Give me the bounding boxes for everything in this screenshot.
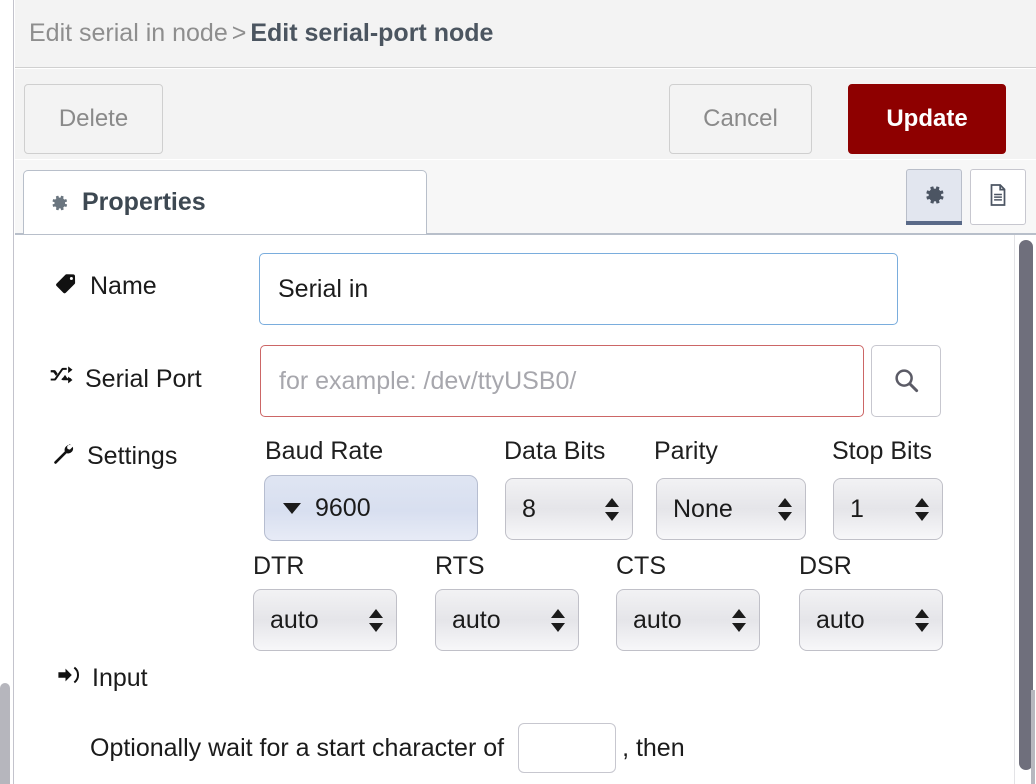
dialog-left-border bbox=[0, 0, 14, 784]
form-row-input: Input Optionally wait for a start charac… bbox=[15, 663, 1021, 773]
dtr-select[interactable]: auto bbox=[253, 589, 397, 651]
name-label-text: Name bbox=[90, 272, 157, 300]
form-row-serial-port: Serial Port bbox=[15, 345, 1021, 425]
name-input[interactable] bbox=[259, 253, 898, 325]
tab-properties-label: Properties bbox=[82, 188, 206, 216]
baud-rate-label: Baud Rate bbox=[265, 437, 384, 465]
data-bits-label: Data Bits bbox=[504, 437, 606, 465]
tab-strip: Properties bbox=[15, 160, 1036, 235]
cts-value: auto bbox=[633, 605, 682, 634]
start-character-input[interactable] bbox=[518, 723, 617, 773]
serial-port-label-text: Serial Port bbox=[85, 365, 202, 393]
dtr-label: DTR bbox=[253, 552, 305, 580]
outer-scrollbar-fragment[interactable] bbox=[1031, 690, 1035, 784]
dsr-value: auto bbox=[816, 605, 865, 634]
spinner-arrows-icon bbox=[778, 494, 792, 524]
form-scrollbar-track[interactable] bbox=[1014, 235, 1036, 784]
data-bits-select[interactable]: 8 bbox=[505, 478, 633, 540]
input-section-label-text: Input bbox=[92, 664, 148, 692]
dialog-header: Edit serial in node>Edit serial-port nod… bbox=[15, 0, 1036, 68]
breadcrumb-parent[interactable]: Edit serial in node bbox=[29, 19, 228, 47]
description-tool-button[interactable] bbox=[970, 169, 1026, 225]
breadcrumb-current: Edit serial-port node bbox=[250, 19, 494, 47]
tab-strip-underline bbox=[15, 233, 1036, 235]
spinner-arrows-icon bbox=[915, 605, 929, 635]
left-scrollbar-fragment[interactable] bbox=[0, 683, 10, 784]
delete-button[interactable]: Delete bbox=[24, 84, 163, 154]
search-icon bbox=[891, 365, 921, 398]
gear-icon bbox=[48, 192, 70, 214]
spinner-arrows-icon bbox=[369, 605, 383, 635]
update-button[interactable]: Update bbox=[848, 84, 1006, 154]
start-character-suffix: , then bbox=[622, 733, 685, 762]
wrench-icon bbox=[50, 441, 76, 472]
rts-select[interactable]: auto bbox=[435, 589, 579, 651]
tab-tools bbox=[906, 169, 1026, 225]
dsr-label: DSR bbox=[799, 552, 852, 580]
stop-bits-select[interactable]: 1 bbox=[833, 478, 943, 540]
start-character-line: Optionally wait for a start character of… bbox=[90, 723, 685, 773]
name-label: Name bbox=[53, 271, 157, 302]
parity-select[interactable]: None bbox=[656, 478, 806, 540]
sign-in-icon bbox=[55, 663, 81, 694]
settings-tool-button[interactable] bbox=[906, 169, 962, 225]
serial-port-label: Serial Port bbox=[48, 363, 202, 396]
shuffle-icon bbox=[48, 363, 74, 396]
data-bits-value: 8 bbox=[522, 494, 536, 523]
parity-value: None bbox=[673, 494, 733, 523]
parity-label: Parity bbox=[654, 437, 718, 465]
tab-properties[interactable]: Properties bbox=[23, 170, 427, 234]
rts-label: RTS bbox=[435, 552, 485, 580]
input-section-label: Input bbox=[55, 663, 148, 694]
spinner-arrows-icon bbox=[551, 605, 565, 635]
dialog-toolbar: Delete Cancel Update bbox=[15, 69, 1036, 159]
breadcrumb-separator: > bbox=[231, 19, 247, 47]
cts-select[interactable]: auto bbox=[616, 589, 760, 651]
form-scrollbar-thumb[interactable] bbox=[1019, 240, 1033, 770]
stop-bits-label: Stop Bits bbox=[832, 437, 933, 465]
cts-label: CTS bbox=[616, 552, 666, 580]
serial-port-search-button[interactable] bbox=[871, 345, 941, 417]
chevron-down-icon bbox=[283, 502, 301, 514]
rts-value: auto bbox=[452, 605, 501, 634]
baud-rate-value: 9600 bbox=[315, 493, 371, 522]
tag-icon bbox=[53, 271, 79, 302]
form-row-settings: Settings Baud Rate Data Bits Parity Stop… bbox=[15, 433, 1021, 651]
baud-rate-select[interactable]: 9600 bbox=[264, 475, 478, 541]
stop-bits-value: 1 bbox=[850, 494, 864, 523]
breadcrumb: Edit serial in node>Edit serial-port nod… bbox=[29, 17, 493, 49]
properties-form: Name Serial Port bbox=[15, 235, 1036, 784]
cancel-button[interactable]: Cancel bbox=[669, 84, 812, 154]
document-icon bbox=[985, 182, 1011, 213]
settings-label-text: Settings bbox=[87, 442, 178, 470]
spinner-arrows-icon bbox=[732, 605, 746, 635]
dsr-select[interactable]: auto bbox=[799, 589, 943, 651]
dtr-value: auto bbox=[270, 605, 319, 634]
serial-port-input[interactable] bbox=[260, 345, 864, 417]
settings-label: Settings bbox=[50, 441, 177, 472]
spinner-arrows-icon bbox=[915, 494, 929, 524]
spinner-arrows-icon bbox=[605, 494, 619, 524]
gear-icon bbox=[921, 182, 947, 213]
start-character-prefix: Optionally wait for a start character of bbox=[90, 733, 505, 762]
form-row-name: Name bbox=[15, 253, 1021, 333]
